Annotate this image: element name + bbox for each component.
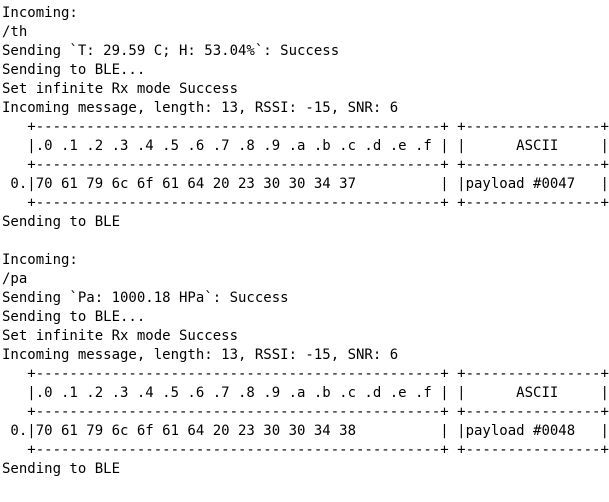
sending-status-line: Sending `Pa: 1000.18 HPa`: Success — [2, 290, 289, 306]
incoming-label: Incoming: — [2, 5, 78, 21]
command-line: /th — [2, 24, 28, 40]
incoming-message-line: Incoming message, length: 13, RSSI: -15,… — [2, 100, 399, 116]
incoming-message-line: Incoming message, length: 13, RSSI: -15,… — [2, 347, 399, 363]
hexdump-border-bottom: +---------------------------------------… — [2, 195, 609, 211]
hexdump-data-row: 0.|70 61 79 6c 6f 61 64 20 23 30 30 34 3… — [2, 423, 609, 439]
hexdump-border-top: +---------------------------------------… — [2, 119, 609, 135]
hexdump-data-row: 0.|70 61 79 6c 6f 61 64 20 23 30 30 34 3… — [2, 176, 609, 192]
sending-ble-line: Sending to BLE... — [2, 309, 146, 325]
sending-ble-line: Sending to BLE... — [2, 62, 146, 78]
blank-line — [2, 232, 599, 251]
sent-to-ble-line: Sending to BLE — [2, 214, 121, 230]
hexdump-header-row: |.0 .1 .2 .3 .4 .5 .6 .7 .8 .9 .a .b .c … — [2, 385, 609, 401]
rx-mode-line: Set infinite Rx mode Success — [2, 81, 239, 97]
rx-mode-line: Set infinite Rx mode Success — [2, 328, 239, 344]
sent-to-ble-line: Sending to BLE — [2, 461, 121, 477]
incoming-label: Incoming: — [2, 252, 78, 268]
hexdump-border-mid: +---------------------------------------… — [2, 157, 609, 173]
sending-status-line: Sending `T: 29.59 C; H: 53.04%`: Success — [2, 43, 340, 59]
hexdump-border-bottom: +---------------------------------------… — [2, 442, 609, 458]
hexdump-header-row: |.0 .1 .2 .3 .4 .5 .6 .7 .8 .9 .a .b .c … — [2, 138, 609, 154]
hexdump-border-top: +---------------------------------------… — [2, 366, 609, 382]
command-line: /pa — [2, 271, 28, 287]
hexdump-border-mid: +---------------------------------------… — [2, 404, 609, 420]
